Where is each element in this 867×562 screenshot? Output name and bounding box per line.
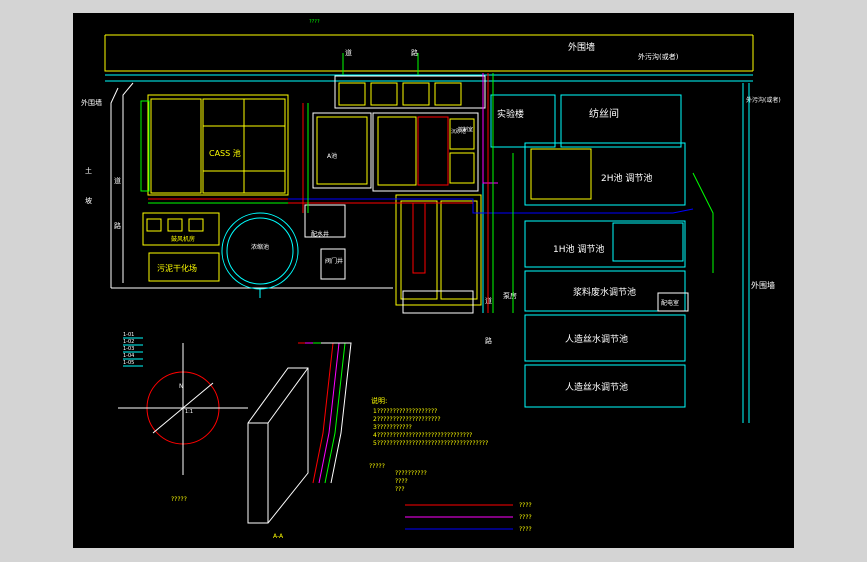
label-pool-2h: 2H池 调节池 — [601, 172, 652, 184]
pipe-network — [288, 53, 714, 313]
label-dim-c: 1-03 — [123, 346, 134, 352]
sludge-shed — [148, 252, 220, 282]
label-ditch-right: 外污沟(或者) — [746, 96, 781, 104]
label-spinning: 纺丝间 — [589, 107, 619, 120]
label-road-left-1: 道 — [114, 176, 121, 185]
label-compass-note: 1:1 — [185, 409, 193, 415]
note-4: 4?????????????????????????????? — [373, 432, 472, 439]
label-top-dim: ???? — [309, 19, 320, 25]
notes-block: 说明: 1??????????????????? 2??????????????… — [371, 396, 488, 447]
note-3: 3??????????? — [373, 424, 412, 431]
label-iso: A-A — [273, 533, 284, 540]
legend-block: ????? ?????????? ???? ??? ???? ???? ???? — [369, 463, 532, 533]
legend-a: ?????????? — [395, 470, 427, 477]
label-dim-e: 1-05 — [123, 360, 134, 366]
label-compass-title: ????? — [171, 496, 187, 503]
label-dim-a: 1-01 — [123, 332, 134, 338]
pool-2h — [524, 142, 686, 206]
pool-artificial-a — [524, 314, 686, 362]
legend-b: ???? — [395, 478, 408, 485]
label-lab: 实验楼 — [497, 108, 524, 120]
label-distribution: 配水井 — [311, 230, 329, 238]
label-ditch-top: 外污沟(或者) — [638, 52, 679, 61]
isometric-section — [247, 342, 352, 524]
legend-line-2: ???? — [519, 514, 532, 521]
legend-c: ??? — [395, 486, 405, 493]
note-2: 2???????????????????? — [373, 416, 441, 423]
legend-line-1: ???? — [519, 502, 532, 509]
drawing-canvas: 外围墙 外污沟(或者) ???? 外围墙 外污沟(或者) 外围墙 土 坡 道 路… — [73, 13, 794, 548]
label-blower: 鼓风机房 — [171, 235, 195, 243]
thickener — [221, 212, 299, 298]
label-control: 配电室 — [661, 299, 679, 307]
label-artificial-a: 人造丝水调节池 — [565, 333, 628, 345]
label-left-col-1: 土 — [85, 166, 92, 175]
label-valve: 阀门井 — [325, 257, 343, 265]
label-wall-top: 外围墙 — [568, 41, 595, 53]
label-sludge: 污泥干化场 — [157, 263, 197, 273]
central-buildings — [304, 75, 486, 314]
label-road-left-2: 路 — [114, 221, 121, 230]
label-pool-1h: 1H池 调节池 — [553, 243, 604, 255]
pool-waste — [524, 270, 686, 312]
label-left-col-2: 坡 — [85, 196, 92, 205]
label-wall-left: 外围墙 — [81, 98, 102, 107]
label-waste: 浆料废水调节池 — [573, 286, 636, 298]
label-road-center-bottom: 路 — [411, 48, 418, 57]
legend-title: ????? — [369, 463, 385, 470]
label-pool-a: A池 — [327, 152, 337, 160]
label-sand: 沉砂池 — [451, 128, 466, 135]
label-north: N — [179, 383, 184, 390]
label-wall-right: 外围墙 — [751, 280, 775, 290]
label-dim-b: 1-02 — [123, 339, 134, 345]
notes-title: 说明: — [371, 396, 387, 405]
legend-line-3: ???? — [519, 526, 532, 533]
lab-building — [490, 94, 682, 148]
note-5: 5??????????????????????????????????? — [373, 440, 488, 447]
pool-1h — [524, 220, 686, 268]
label-artificial-b: 人造丝水调节池 — [565, 381, 628, 393]
label-dim-d: 1-04 — [123, 353, 134, 359]
control-room — [657, 292, 689, 312]
cass-pool — [140, 94, 289, 204]
pool-artificial-b — [524, 364, 686, 408]
label-pump: 泵房 — [503, 291, 517, 300]
compass-symbol — [118, 337, 248, 475]
note-1: 1??????????????????? — [373, 408, 437, 415]
cad-drawing: 外围墙 外污沟(或者) ???? 外围墙 外污沟(或者) 外围墙 土 坡 道 路… — [81, 19, 781, 540]
label-storage: 控制室 — [458, 126, 473, 133]
label-cass: CASS 池 — [209, 148, 241, 158]
blower-room — [142, 212, 220, 246]
label-road-mid-2: 路 — [485, 336, 492, 345]
label-road-center-top: 道 — [345, 48, 352, 57]
label-thickener: 浓缩池 — [251, 243, 269, 251]
